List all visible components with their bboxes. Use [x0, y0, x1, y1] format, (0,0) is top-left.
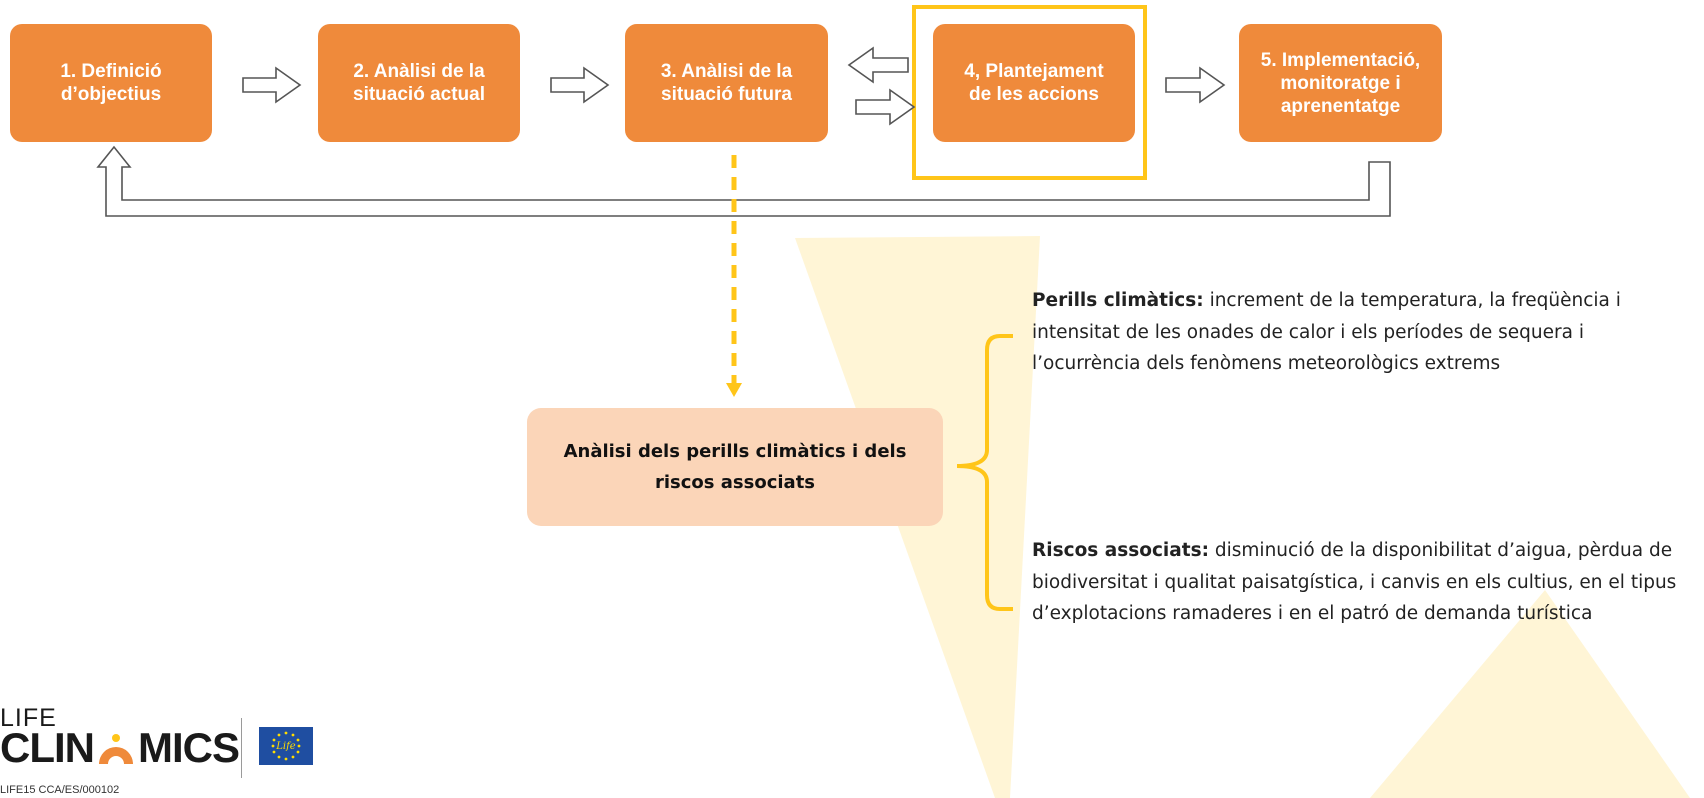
- curly-bracket: [956, 334, 1013, 611]
- logo-life-text: LIFE: [0, 704, 57, 732]
- arrow-4-to-3: [847, 46, 909, 84]
- step-3-analisi-futura: 3. Anàlisi de la situació futura: [625, 24, 828, 142]
- analysis-box: Anàlisi dels perills climàtics i dels ri…: [527, 408, 943, 526]
- logo-clin-text: CLIN: [0, 724, 95, 771]
- eu-stars: [271, 731, 301, 761]
- arrow-1-to-2: [242, 66, 302, 104]
- step-2-analisi-actual: 2. Anàlisi de la situació actual: [318, 24, 520, 142]
- step-1-definicio: 1. Definició d’objectius: [10, 24, 212, 142]
- analysis-label: Anàlisi dels perills climàtics i dels ri…: [563, 441, 907, 493]
- arrow-4-to-5: [1165, 66, 1226, 104]
- logo-mics-text: MICS: [138, 724, 240, 771]
- risks-description: Riscos associats: disminució de la dispo…: [1032, 535, 1692, 630]
- hazards-heading: Perills climàtics:: [1032, 290, 1204, 311]
- logo-separator: [241, 718, 242, 778]
- life-climatics-logo: LIFE CLIN MICS LIFE15 CCA/ES/000102 Life: [0, 704, 360, 798]
- feedback-loop-arrow: [96, 145, 1391, 217]
- arrow-2-to-3: [550, 66, 610, 104]
- dashed-connector-arrowhead: [726, 383, 742, 397]
- logo-wordmark: CLIN MICS: [0, 724, 240, 772]
- hazards-description: Perills climàtics: increment de la tempe…: [1032, 285, 1692, 380]
- logo-project-code: LIFE15 CCA/ES/000102: [0, 784, 120, 796]
- eu-flag-icon: Life: [259, 727, 313, 765]
- risks-text: disminució de la disponibilitat d’aigua,…: [1032, 540, 1677, 624]
- step-4-plantejament: 4, Plantejament de les accions: [933, 24, 1135, 142]
- sun-icon: [99, 734, 133, 764]
- risks-heading: Riscos associats:: [1032, 540, 1209, 561]
- hazards-text: increment de la temperatura, la freqüènc…: [1032, 290, 1621, 374]
- step-5-implementacio: 5. Implementació, monitoratge i aprenent…: [1239, 24, 1442, 142]
- arrow-3-to-4: [855, 88, 916, 126]
- step-4-highlight-frame: [912, 5, 1147, 180]
- eu-flag-label: Life: [275, 741, 296, 752]
- watermark-ray-right: [1370, 590, 1690, 798]
